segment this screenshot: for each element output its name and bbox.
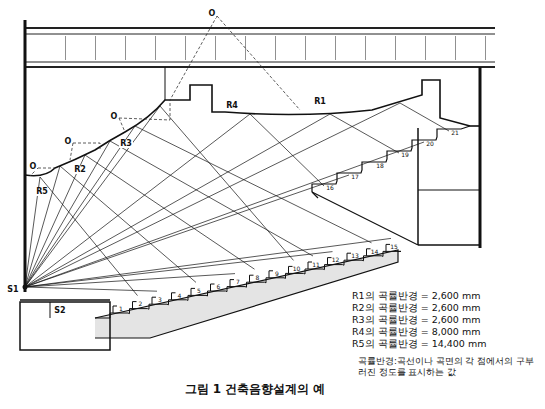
seat: [172, 293, 176, 300]
reflected-ray: [25, 114, 399, 287]
seat-steps: [95, 126, 470, 318]
seat-number: 9: [275, 271, 279, 278]
seat: [113, 306, 117, 313]
seat-number: 3: [158, 297, 162, 304]
reflected-ray: [25, 141, 313, 287]
ceiling-reflectors: [25, 67, 480, 176]
reflected-ray: [25, 103, 449, 287]
definition-note: 곡률반경:곡선이나 곡면의 각 점에서의 구부러진 정도를 표시하는 값: [358, 356, 534, 379]
seat-number: 11: [312, 262, 320, 269]
seat-number: 6: [217, 284, 221, 291]
seat: [328, 258, 332, 265]
radius-label: R1: [313, 98, 327, 107]
seat-step: [312, 126, 470, 192]
sound-rays: [25, 103, 449, 296]
seat: [367, 249, 371, 256]
walls: [25, 20, 480, 292]
seat-number: 5: [197, 288, 201, 295]
seat-number: 1: [119, 306, 123, 313]
radius-label: R2: [73, 166, 87, 175]
direct-ray: [25, 252, 333, 287]
seat: [386, 244, 390, 251]
roof-truss: [25, 28, 495, 67]
seat: [308, 262, 312, 269]
radius-note: R4의 곡률반경 = 8,000 mm: [352, 327, 480, 337]
seat-number: 18: [376, 163, 384, 170]
radius-note: R1의 곡률반경 = 2,600 mm: [352, 291, 480, 301]
seat-number: 13: [351, 253, 359, 260]
seat: [152, 297, 156, 304]
seat: [211, 284, 215, 291]
reflected-ray: [25, 166, 196, 287]
radius-note: R3의 곡률반경 = 2,600 mm: [352, 315, 480, 325]
center-point: O: [64, 138, 73, 147]
figure-caption: 그림 1 건축음향설계의 예: [185, 383, 326, 396]
source-label: S1: [6, 286, 19, 295]
seat: [191, 288, 195, 295]
seat: [230, 280, 234, 287]
center-point: O: [29, 163, 38, 172]
balcony: [312, 192, 418, 245]
seat-number: 2: [139, 301, 143, 308]
seat-number: 16: [326, 185, 334, 192]
radius-label: R3: [119, 140, 133, 149]
seat: [133, 302, 137, 309]
radius-note: R2의 곡률반경 = 2,600 mm: [352, 303, 480, 313]
seat-number: 8: [256, 275, 260, 282]
seat-number: 10: [293, 266, 301, 273]
radius-lines: [30, 16, 300, 176]
reflected-ray: [25, 114, 324, 287]
radius-note: R5의 곡률반경 = 14,400 mm: [352, 339, 486, 349]
source-label: S2: [53, 307, 66, 316]
direct-ray: [25, 175, 349, 287]
direct-ray: [25, 142, 424, 287]
center-point: O: [110, 113, 119, 122]
radius-label: R4: [225, 102, 239, 111]
seat-number: 20: [426, 141, 434, 148]
seat: [250, 275, 254, 282]
direct-ray: [25, 287, 157, 291]
seat-number: 17: [351, 174, 359, 181]
seat: [289, 266, 293, 273]
seat: [347, 253, 351, 260]
sound-source: [23, 285, 28, 290]
seat-number: 19: [401, 152, 409, 159]
seat-number: 7: [236, 279, 240, 286]
radius-label: R5: [35, 188, 49, 197]
seat-number: 4: [178, 293, 182, 300]
seat-number: 14: [371, 249, 379, 256]
seat: [269, 271, 273, 278]
seat-number: 21: [451, 130, 459, 137]
seat-number: 12: [332, 257, 340, 264]
center-point: O: [208, 10, 217, 19]
reflected-ray: [25, 106, 294, 287]
direct-ray: [25, 238, 391, 287]
seat-number: 15: [390, 244, 398, 251]
